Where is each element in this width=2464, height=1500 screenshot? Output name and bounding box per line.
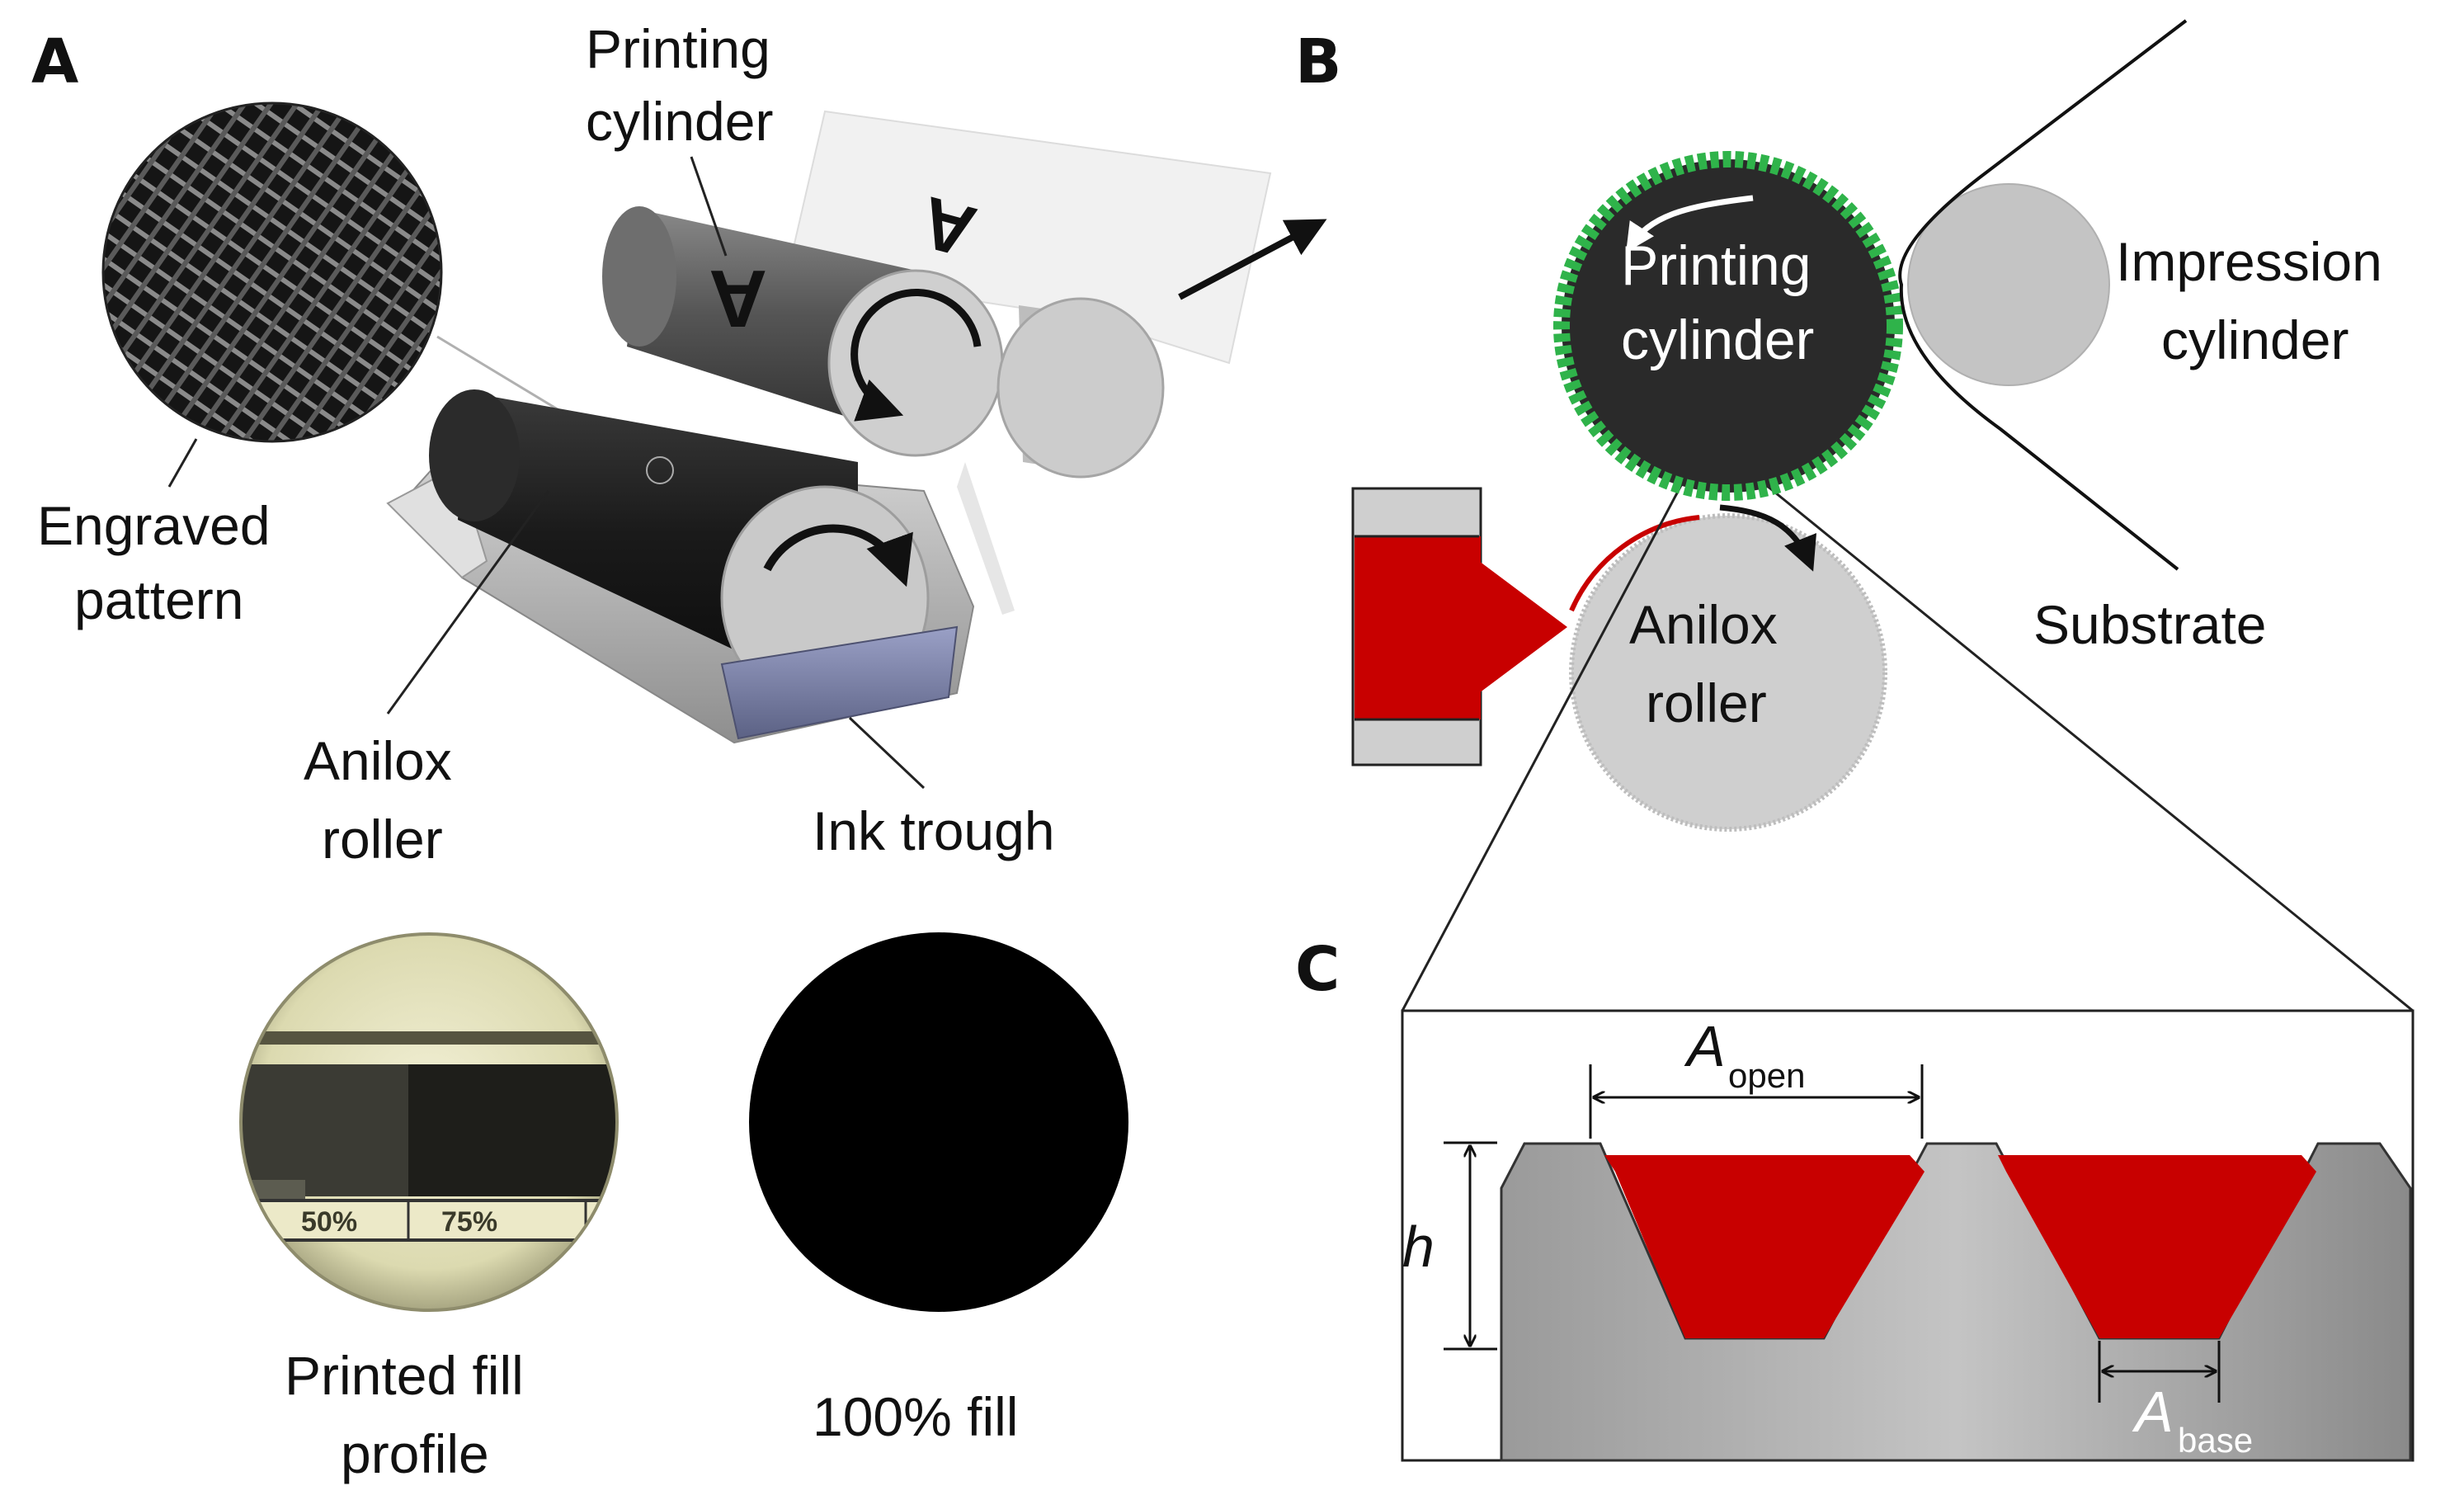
engraved-pattern-magnifier <box>101 101 443 443</box>
label-printing-cylinder-a-line2: cylinder <box>586 91 773 152</box>
printing-rotation-arrow-icon <box>850 289 982 422</box>
label-ink-trough: Ink trough <box>813 800 1055 861</box>
zoom-line-left <box>1401 474 1689 1012</box>
ink-cell-left <box>1604 1155 1925 1338</box>
ink-cell-right <box>1998 1155 2316 1338</box>
panel-c: C A open h A base <box>1295 934 2415 1462</box>
impression-cylinder-3d <box>996 297 1165 479</box>
label-100-percent-fill: 100% fill <box>813 1386 1018 1447</box>
label-engraved-pattern-line1: Engraved <box>37 495 271 556</box>
zoom-line-right <box>1752 473 2414 1012</box>
label-printed-fill-profile-line1: Printed fill <box>285 1345 524 1406</box>
label-printing-cylinder-a-line1: Printing <box>586 18 770 79</box>
label-anilox-roller-b-line1: Anilox <box>1629 594 1778 655</box>
ink-in-trough <box>720 625 959 740</box>
label-substrate: Substrate <box>2033 594 2267 655</box>
impression-cylinder-2d <box>1907 183 2110 386</box>
printing-cylinder-leader <box>690 156 728 257</box>
a-open-label: A <box>1684 1014 1726 1078</box>
printing-cylinder-rotation-arrow-icon <box>1626 195 1754 252</box>
label-printed-fill-profile-line2: profile <box>341 1423 489 1484</box>
printed-fill-profile-photo <box>239 932 619 1312</box>
ink-chamber <box>1351 487 1567 767</box>
label-printing-cylinder-b-line1: Printing <box>1621 234 1811 297</box>
fill-75-percent-label: 75% <box>441 1206 497 1238</box>
label-printing-cylinder-b-line2: cylinder <box>1621 309 1814 371</box>
ink-trough-leader <box>848 716 926 790</box>
engraved-pattern-leader <box>167 438 198 488</box>
panel-b: B Printing cylinder Anilox roller Impres… <box>1295 19 2414 1012</box>
panel-c-letter: C <box>1295 934 1340 1005</box>
anilox-cell-profile <box>1500 1142 2412 1462</box>
anilox-roller-2d <box>1569 513 1887 832</box>
substrate-web <box>1898 19 2188 571</box>
anilox-rotation-arrow-icon <box>763 524 913 587</box>
paper-sheet <box>786 110 1272 615</box>
panel-a-letter: A <box>31 26 78 97</box>
a-base-subscript: base <box>2178 1421 2253 1460</box>
label-anilox-roller-a-line2: roller <box>322 809 443 870</box>
printing-plate-letter: A <box>709 253 767 344</box>
full-fill-disc <box>749 932 1128 1312</box>
label-impression-cylinder-line1: Impression <box>2116 231 2382 292</box>
a-open-subscript: open <box>1728 1056 1805 1095</box>
direction-arrow-icon <box>1178 219 1327 300</box>
panel-b-letter: B <box>1295 26 1341 97</box>
a-base-label: A <box>2132 1380 2174 1444</box>
anilox-ink-film <box>1569 515 1700 612</box>
label-impression-cylinder-line2: cylinder <box>2161 309 2349 370</box>
anilox-roller-leader <box>386 490 550 715</box>
label-anilox-roller-b-line2: roller <box>1646 672 1767 733</box>
fill-50-percent-label: 50% <box>301 1206 357 1238</box>
label-engraved-pattern-line2: pattern <box>74 569 243 630</box>
panel-a: A A <box>31 18 1327 1484</box>
anilox-rotation-arrow-icon-b <box>1719 504 1816 572</box>
label-anilox-roller-a-line1: Anilox <box>304 730 452 791</box>
h-label: h <box>1402 1215 1435 1279</box>
